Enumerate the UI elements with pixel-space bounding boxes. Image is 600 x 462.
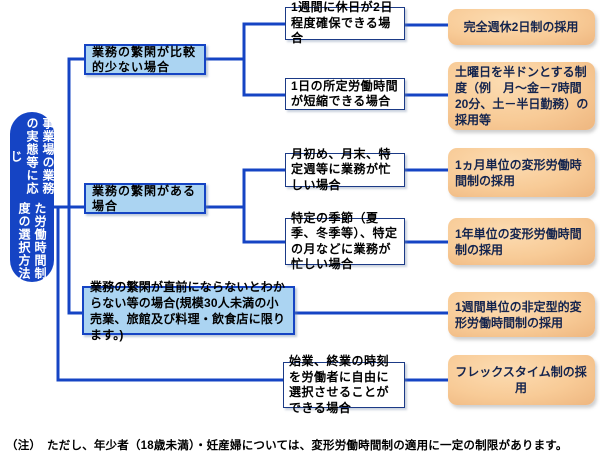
- result-box-weekly-nonstandard-variable-hours: 1週間単位の非定型的変形労働時間制の採用: [448, 292, 595, 337]
- case-label: 1週間に休日が2日程度確保できる場合: [291, 0, 393, 46]
- case-label: 月初め、月末、特定週等に業務が忙しい場合: [291, 146, 392, 192]
- result-box-yearly-variable-hours: 1年単位の変形労働時間制の採用: [448, 218, 595, 265]
- case-box-two-days-off: 1週間に休日が2日程度確保できる場合: [285, 0, 405, 45]
- result-box-half-day-saturday: 土曜日を半ドンとする制度（例 月～金－7時間20分、土－半日勤務）の採用等: [448, 62, 595, 130]
- result-label: 完全週休2日制の採用: [463, 20, 579, 34]
- branch-box-has-fluctuation: 業務の繁閑がある場合: [84, 183, 206, 214]
- result-label: フレックスタイム制の採用: [455, 365, 587, 395]
- case-box-free-start-end-times: 始業、終業の時刻を労働者に自由に選択させることができる場合: [283, 354, 405, 415]
- case-box-busy-specific-weeks: 月初め、月末、特定週等に業務が忙しい場合: [285, 147, 405, 192]
- root-title-line-2: た労働時間制度の選択方法: [17, 202, 47, 281]
- root-title-line-1: 事業場の業務の実態等に応じ: [9, 117, 55, 196]
- result-box-full-two-day-weekend: 完全週休2日制の採用: [448, 9, 595, 45]
- branch-label: 業務の繁閑がある場合: [92, 183, 197, 213]
- footnote: （注） ただし、年少者（18歳未満）・妊産婦については、変形労働時間制の適用に一…: [6, 440, 568, 452]
- case-label: 1日の所定労働時間が短縮できる場合: [291, 78, 399, 109]
- case-box-shorter-daily-hours: 1日の所定労働時間が短縮できる場合: [285, 78, 405, 110]
- branch-box-unpredictable-fluctuation: 業務の繁閑が直前にならないとわからない等の場合(規模30人未満の小売業、旅館及び…: [82, 280, 295, 342]
- result-label: 1ヵ月単位の変形労働時間制の採用: [455, 157, 582, 188]
- branch-label: 業務の繁閑が直前にならないとわからない等の場合(規模30人未満の小売業、旅館及び…: [90, 279, 286, 342]
- branch-label: 業務の繁閑が比較的少ない場合: [92, 44, 197, 74]
- result-label: 1週間単位の非定型的変形労働時間制の採用: [455, 299, 582, 330]
- result-box-monthly-variable-hours: 1ヵ月単位の変形労働時間制の採用: [448, 148, 595, 197]
- case-box-busy-specific-seasons: 特定の季節（夏季、冬季等）、特定の月などに業務が忙しい場合: [285, 211, 405, 271]
- case-label: 始業、終業の時刻を労働者に自由に選択させることができる場合: [289, 354, 390, 415]
- root-title-box: 事業場の業務の実態等に応じ た労働時間制度の選択方法: [9, 112, 55, 282]
- case-label: 特定の季節（夏季、冬季等）、特定の月などに業務が忙しい場合: [291, 210, 398, 272]
- result-label: 1年単位の変形労働時間制の採用: [455, 226, 582, 257]
- result-label: 土曜日を半ドンとする制度（例 月～金－7時間20分、土－半日勤務）の採用等: [455, 65, 589, 127]
- branch-box-low-fluctuation: 業務の繁閑が比較的少ない場合: [84, 44, 206, 75]
- result-box-flextime: フレックスタイム制の採用: [448, 355, 595, 405]
